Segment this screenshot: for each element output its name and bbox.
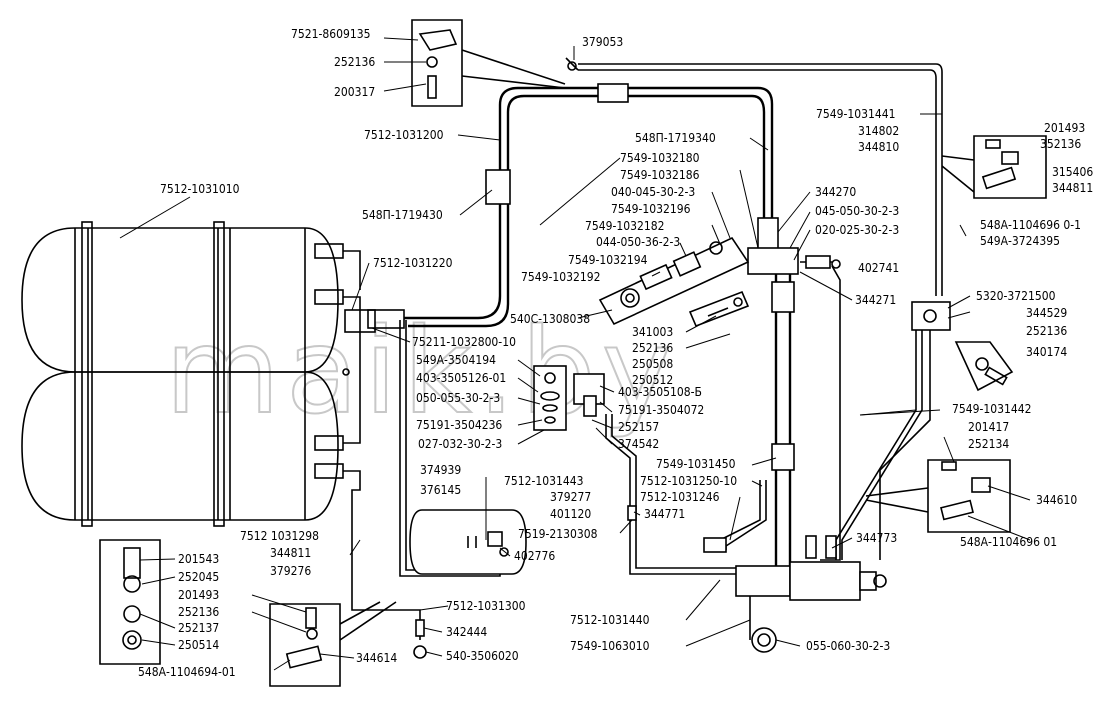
label-252134: 252134 (968, 437, 1009, 451)
label-7549-1031441: 7549-1031441 (816, 107, 895, 121)
label-7512-1031220: 7512-1031220 (373, 256, 453, 270)
components (409, 57, 951, 659)
label-7549-1031442: 7549-1031442 (952, 402, 1031, 416)
label-250514: 250514 (178, 638, 219, 652)
label-403-3505126-01: 403-3505126-01 (416, 371, 506, 385)
label-5320-3721500: 5320-3721500 (976, 289, 1056, 303)
label-344529: 344529 (1026, 306, 1067, 320)
label-7549-1031450: 7549-1031450 (656, 457, 736, 471)
label-75191-3504236: 75191-3504236 (416, 418, 502, 432)
label-344810: 344810 (858, 140, 899, 154)
label-7512-1031010: 7512-1031010 (160, 182, 240, 196)
label-7549-1032196: 7549-1032196 (611, 202, 691, 216)
label-548a-1104696-0-1: 548А-1104696 0-1 (980, 218, 1081, 232)
label-7512-1031250-10: 7512-1031250-10 (640, 474, 737, 488)
label-7549-1032194: 7549-1032194 (568, 253, 648, 267)
label-540c-1308038: 540С-1308038 (510, 312, 590, 326)
label-75211-1032800-10: 75211-1032800-10 (412, 335, 516, 349)
label-379276: 379276 (270, 564, 311, 578)
label-7549-1032180: 7549-1032180 (620, 151, 700, 165)
label-045-050-30-2-3: 045-050-30-2-3 (815, 204, 899, 218)
label-374542: 374542 (618, 437, 659, 451)
label-055-060-30-2-3: 055-060-30-2-3 (806, 639, 890, 653)
label-401120: 401120 (550, 507, 591, 521)
label-252136-b: 252136 (632, 341, 673, 355)
label-549a-3504194: 549А-3504194 (416, 353, 496, 367)
label-250512: 250512 (632, 373, 673, 387)
label-7549-1032182: 7549-1032182 (585, 219, 664, 233)
label-044-050-36-2-3: 044-050-36-2-3 (596, 235, 680, 249)
label-379277: 379277 (550, 490, 591, 504)
label-7512-1031443: 7512-1031443 (504, 474, 583, 488)
label-7512-1031298: 7512 1031298 (240, 529, 319, 543)
label-201417: 201417 (968, 420, 1009, 434)
label-050-055-30-2-3: 050-055-30-2-3 (416, 391, 500, 405)
label-020-025-30-2-3: 020-025-30-2-3 (815, 223, 899, 237)
label-341003: 341003 (632, 325, 673, 339)
label-252136-d: 252136 (178, 605, 219, 619)
label-402776: 402776 (514, 549, 555, 563)
label-7549-1063010: 7549-1063010 (570, 639, 650, 653)
label-75191-3504072: 75191-3504072 (618, 403, 704, 417)
label-374939: 374939 (420, 463, 461, 477)
label-7549-1032186: 7549-1032186 (620, 168, 700, 182)
label-344610: 344610 (1036, 493, 1077, 507)
label-548p-1719430: 548П-1719430 (362, 208, 443, 222)
label-252137: 252137 (178, 621, 219, 635)
watermark: maik.by (165, 302, 678, 440)
label-7549-1032192: 7549-1032192 (521, 270, 600, 284)
label-027-032-30-2-3: 027-032-30-2-3 (418, 437, 502, 451)
label-7512-1031440: 7512-1031440 (570, 613, 650, 627)
label-342444: 342444 (446, 625, 487, 639)
label-252157: 252157 (618, 420, 659, 434)
inset-panels (99, 19, 1047, 687)
label-314802: 314802 (858, 124, 899, 138)
label-201493-b: 201493 (178, 588, 219, 602)
label-344271: 344271 (855, 293, 896, 307)
label-403-3505108-b: 403-3505108-Б (618, 385, 702, 399)
pipes (399, 63, 943, 577)
leader-lines (119, 37, 1031, 671)
label-344773: 344773 (856, 531, 897, 545)
label-379053: 379053 (582, 35, 623, 49)
label-252045: 252045 (178, 570, 219, 584)
label-7519-2130308: 7519-2130308 (518, 527, 598, 541)
label-344811-b: 344811 (270, 546, 311, 560)
label-344270: 344270 (815, 185, 856, 199)
label-200317: 200317 (334, 85, 375, 99)
label-252136: 252136 (334, 55, 375, 69)
label-402741: 402741 (858, 261, 899, 275)
label-201493: 201493 (1044, 121, 1085, 135)
label-548p-1719340: 548П-1719340 (635, 131, 716, 145)
label-201543: 201543 (178, 552, 219, 566)
label-344811: 344811 (1052, 181, 1093, 195)
label-7512-1031200: 7512-1031200 (364, 128, 444, 142)
label-549a-3724395: 549А-3724395 (980, 234, 1060, 248)
label-250508: 250508 (632, 357, 673, 371)
label-340174: 340174 (1026, 345, 1067, 359)
part-labels: 7521-8609135 252136 200317 379053 7512-1… (138, 27, 1093, 679)
air-tanks (21, 221, 350, 527)
label-7512-1031246: 7512-1031246 (640, 490, 720, 504)
label-352136: 352136 (1040, 137, 1081, 151)
label-344771: 344771 (644, 507, 685, 521)
label-7512-1031300: 7512-1031300 (446, 599, 526, 613)
label-7521-8609135: 7521-8609135 (291, 27, 370, 41)
label-548a-1104696-01: 548А-1104696 01 (960, 535, 1057, 549)
label-344614: 344614 (356, 651, 397, 665)
label-315406: 315406 (1052, 165, 1093, 179)
label-252136-c: 252136 (1026, 324, 1067, 338)
label-376145: 376145 (420, 483, 461, 497)
label-548a-1104694-01: 548А-1104694-01 (138, 665, 236, 679)
label-540-3506020: 540-3506020 (446, 649, 519, 663)
label-040-045-30-2-3: 040-045-30-2-3 (611, 185, 695, 199)
